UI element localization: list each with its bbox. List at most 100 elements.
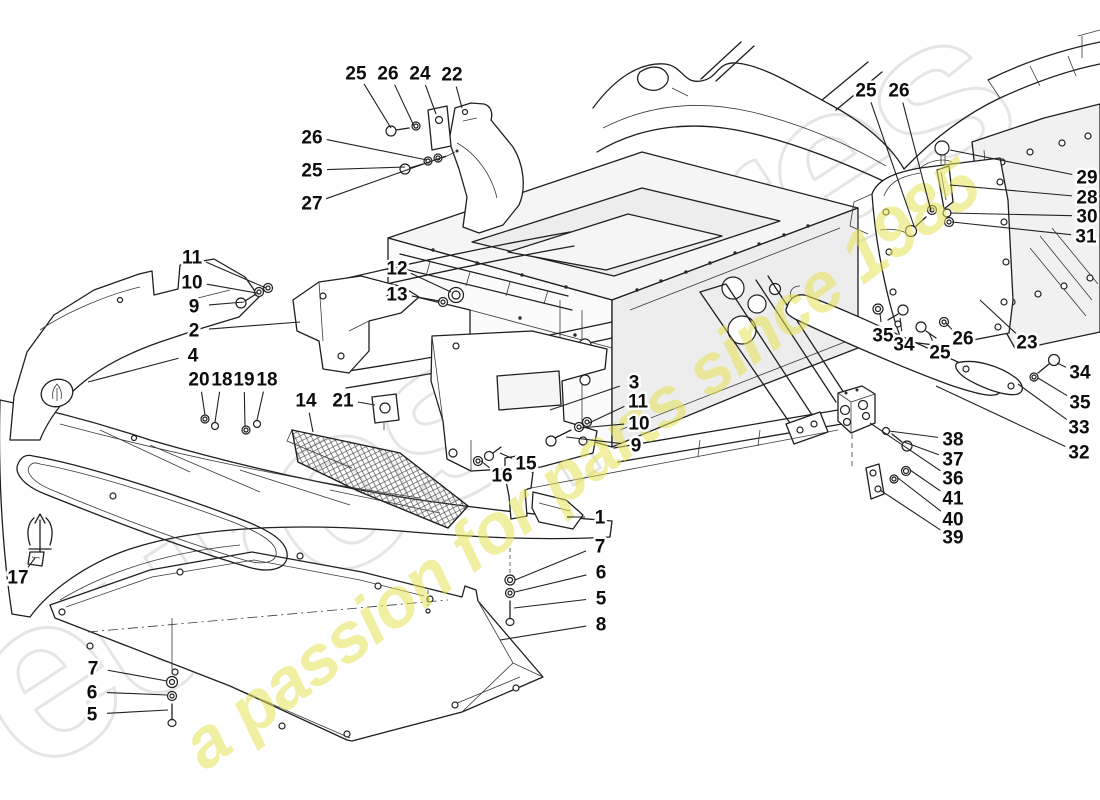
callout-label-33: 33: [1068, 418, 1089, 439]
leader-line-14: [308, 412, 314, 433]
grommet-12-13: [437, 286, 465, 308]
bracket-2: [292, 275, 420, 374]
callout-label-34: 34: [893, 335, 915, 356]
bumper-support-piece: [504, 454, 584, 530]
washer-set-18-19-20: [200, 414, 262, 435]
leader-line-30: [949, 212, 1073, 217]
callout-label-37: 37: [942, 450, 963, 471]
callout-label-20: 20: [188, 370, 209, 391]
leader-line-35: [879, 312, 882, 323]
maserati-badge: [40, 378, 74, 408]
leader-line-23: [979, 299, 1017, 334]
callout-label-18: 18: [211, 370, 232, 391]
callout-label-25: 25: [929, 343, 951, 364]
callout-label-17: 17: [7, 568, 28, 589]
trident-icon: [52, 383, 62, 401]
callout-label-14: 14: [295, 391, 317, 412]
leader-line-6: [106, 691, 168, 696]
leader-line-5: [106, 709, 169, 714]
leader-line-25: [363, 83, 392, 129]
leader-line-18: [214, 391, 221, 423]
leader-line-16: [480, 460, 490, 469]
callout-label-36: 36: [942, 469, 963, 490]
leader-line-26: [902, 102, 932, 212]
callout-label-31: 31: [1075, 227, 1097, 248]
leader-line-25: [326, 166, 406, 171]
callout-label-25: 25: [301, 161, 323, 182]
callout-label-25: 25: [855, 81, 877, 102]
screen-22-assembly: [385, 102, 524, 234]
rubber-block-21: [371, 393, 400, 430]
callout-label-2: 2: [189, 321, 200, 342]
callout-label-19: 19: [233, 370, 254, 391]
callout-label-39: 39: [942, 528, 963, 549]
leader-line-10: [206, 283, 258, 294]
leader-line-5: [513, 598, 587, 609]
callout-label-29: 29: [1076, 168, 1097, 189]
callout-label-18: 18: [256, 370, 277, 391]
leader-line-37: [903, 441, 940, 456]
leader-line-11: [205, 261, 267, 289]
callout-label-21: 21: [332, 391, 354, 412]
leader-line-21: [357, 401, 376, 406]
bolt-set-15-16: [472, 446, 502, 467]
callout-label-13: 13: [386, 285, 407, 306]
leader-line-34: [899, 317, 903, 332]
leader-line-28: [949, 184, 1073, 197]
front-undertray: [49, 551, 544, 742]
mesh-screen-14: [291, 429, 470, 529]
leader-line-34: [1056, 362, 1067, 368]
callout-label-16: 16: [491, 466, 512, 487]
callout-label-24: 24: [409, 64, 431, 85]
callout-label-1: 1: [595, 508, 606, 529]
leader-line-32: [935, 385, 1066, 448]
bracket-3: [430, 330, 608, 472]
callout-label-22: 22: [441, 65, 462, 86]
callout-label-32: 32: [1068, 443, 1089, 464]
callout-label-40: 40: [942, 510, 963, 531]
callout-label-11: 11: [182, 248, 203, 269]
callout-label-8: 8: [596, 615, 607, 636]
callout-label-11: 11: [628, 392, 649, 413]
fasteners-34-35-25-26-mid: [872, 303, 950, 339]
callout-label-7: 7: [595, 537, 606, 558]
callout-label-15: 15: [515, 454, 537, 475]
callout-label-35: 35: [872, 326, 894, 347]
leader-line-13: [411, 295, 441, 302]
callout-label-26: 26: [952, 329, 973, 350]
leader-line-41: [909, 469, 941, 492]
leader-line-24: [424, 84, 437, 115]
callout-label-34: 34: [1069, 363, 1091, 384]
callout-label-7: 7: [88, 659, 99, 680]
callout-label-6: 6: [596, 563, 607, 584]
callout-label-9: 9: [631, 436, 642, 457]
callout-label-30: 30: [1076, 207, 1097, 228]
leader-line-33: [1017, 383, 1068, 420]
callout-label-28: 28: [1076, 188, 1097, 209]
callout-label-26: 26: [377, 64, 398, 85]
callout-label-27: 27: [301, 194, 322, 215]
leader-line-26: [394, 84, 415, 127]
callout-label-6: 6: [87, 683, 98, 704]
leader-line-9: [208, 301, 245, 306]
callout-label-26: 26: [888, 81, 909, 102]
leader-line-29: [949, 149, 1073, 176]
callout-label-41: 41: [942, 489, 964, 510]
leader-line-35: [1037, 377, 1068, 397]
callout-label-5: 5: [87, 705, 98, 726]
callout-label-10: 10: [181, 273, 202, 294]
leader-line-2: [208, 321, 301, 330]
leader-line-26: [945, 322, 953, 330]
leader-line-9: [565, 436, 622, 445]
leader-line-12: [410, 272, 452, 293]
leader-line-17: [27, 557, 36, 568]
leader-line-15: [499, 452, 513, 459]
leader-line-18: [256, 391, 264, 421]
callout-label-9: 9: [189, 297, 200, 318]
leader-line-31: [951, 221, 1072, 236]
callout-label-4: 4: [188, 346, 199, 367]
callout-label-10: 10: [628, 414, 649, 435]
callout-label-35: 35: [1069, 393, 1091, 414]
leader-line-6: [514, 574, 587, 593]
